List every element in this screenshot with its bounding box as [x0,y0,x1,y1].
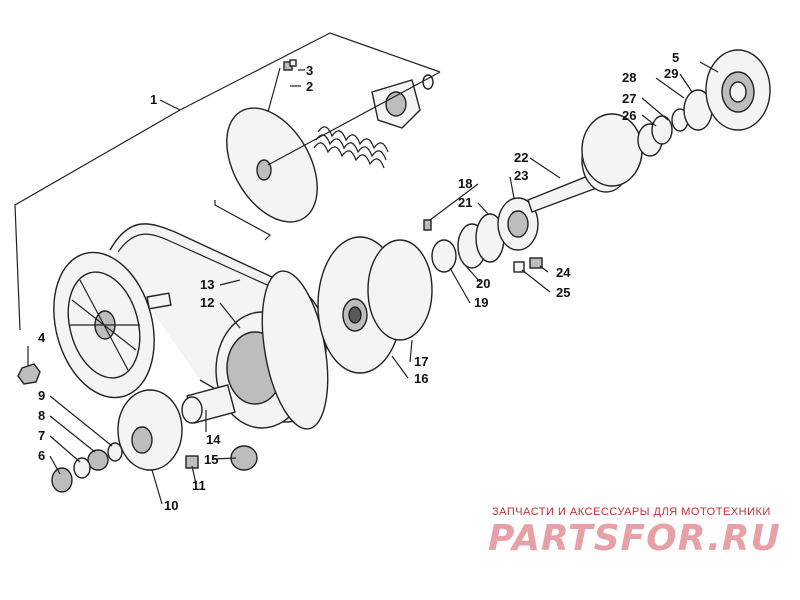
spider-cam [371,74,434,129]
bearing-6 [51,467,73,493]
callout-20: 20 [476,276,490,291]
callout-25: 25 [556,285,570,300]
rings-26-29 [637,89,713,157]
callout-13: 13 [200,277,214,292]
bolt-18 [423,219,432,231]
callout-11: 11 [192,478,206,493]
fixed-sheave-10 [117,389,183,471]
bolt-24-25 [513,257,543,273]
callout-5: 5 [672,50,679,65]
callout-3: 3 [306,63,313,78]
screw-2-3 [267,59,297,113]
leader-lines [27,61,719,505]
callout-28: 28 [622,70,636,85]
callout-27: 27 [622,91,636,106]
bearing-stack [431,197,539,273]
leader-1 [159,99,181,111]
callout-4: 4 [38,330,46,345]
callout-9: 9 [38,388,45,403]
callout-16: 16 [414,371,428,386]
left-sheave [53,251,172,399]
callout-26: 26 [622,108,636,123]
ring-gear [261,270,329,430]
output-shaft [527,113,643,213]
callout-29: 29 [664,66,678,81]
spring [313,126,389,169]
clutch-hub-5 [705,49,771,131]
callout-12: 12 [200,295,214,310]
callout-7: 7 [38,428,45,443]
clip-7 [73,457,91,479]
washer-9 [107,442,123,462]
callout-6: 6 [38,448,45,463]
watermark-logo: PARTSFOR.RU [488,518,781,559]
callout-24: 24 [556,265,571,280]
nut-8 [87,449,109,471]
callout-19: 19 [474,295,488,310]
primary-sheave [317,236,433,374]
callout-numbers: 1 2 3 4 5 6 7 8 9 10 11 12 13 14 15 16 1… [38,50,679,513]
callout-15: 15 [204,452,218,467]
watermark-tagline: ЗАПЧАСТИ И АКСЕССУАРЫ ДЛЯ МОТОТЕХНИКИ [492,506,771,518]
callout-8: 8 [38,408,45,423]
callout-2: 2 [306,79,313,94]
callout-23: 23 [514,168,528,183]
callout-22: 22 [514,150,528,165]
callout-21: 21 [458,195,472,210]
callout-17: 17 [414,354,428,369]
movable-sheave [214,107,318,241]
callout-18: 18 [458,176,472,191]
callout-10: 10 [164,498,178,513]
bolt-4 [17,363,41,385]
callout-14: 14 [206,432,221,447]
axis-top [267,71,441,166]
callout-1: 1 [150,92,157,107]
